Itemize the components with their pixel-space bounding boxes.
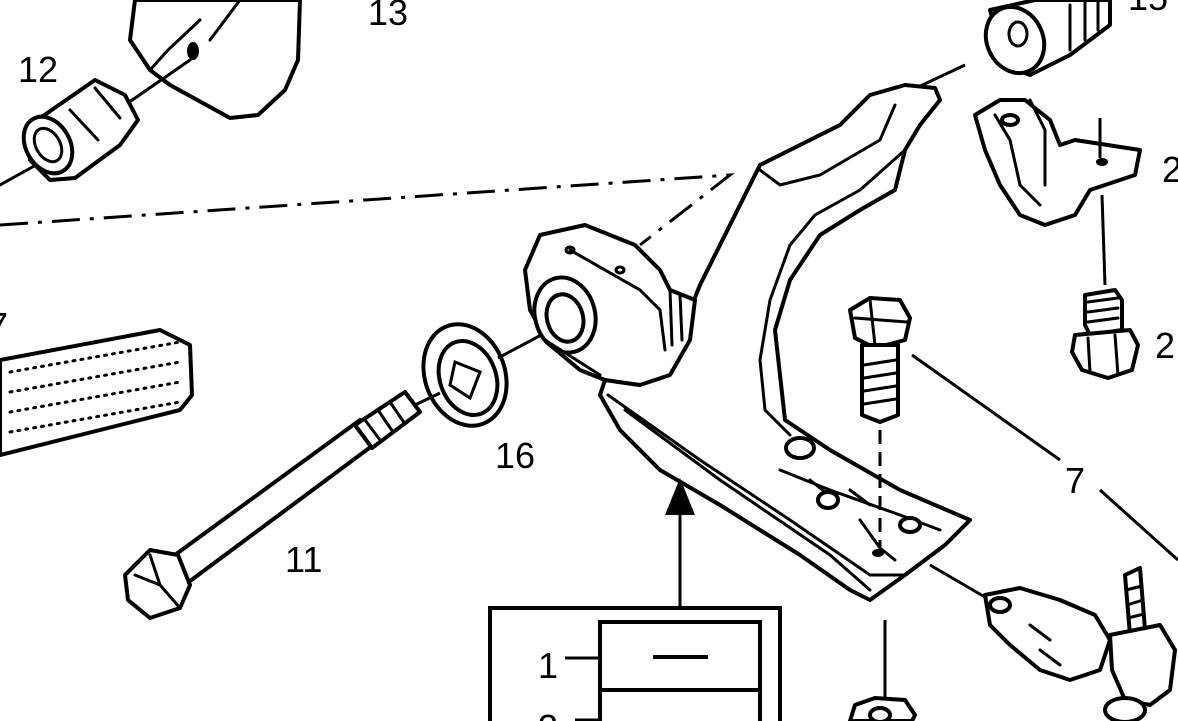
ball-joint [929, 563, 1177, 721]
centreline [0, 173, 735, 247]
callout-15: 15 [1128, 0, 1168, 18]
callout-3: 3 [538, 707, 558, 721]
inset-table [488, 606, 782, 721]
foam-pad [0, 328, 194, 457]
callout-2b: 2 [1155, 325, 1175, 366]
inset-arrow [665, 478, 695, 608]
callout-7-partial: 7 [0, 305, 8, 346]
part-2-flange-bolt [1070, 288, 1140, 380]
callout-2a: 2 [1162, 149, 1178, 190]
callout-1: 1 [538, 645, 558, 686]
callout-13: 13 [368, 0, 408, 33]
callout-12: 12 [18, 49, 58, 90]
nut-bottom [848, 696, 917, 721]
callout-11: 11 [285, 539, 322, 580]
part-7-bolt [848, 296, 1178, 700]
part-12-bushing [0, 58, 192, 187]
part-11-pivot-bolt [123, 390, 441, 620]
part-15-bush [983, 0, 1112, 77]
callout-7: 7 [1065, 460, 1085, 501]
arm-pivot-housing [523, 223, 697, 387]
callout-16: 16 [495, 435, 535, 476]
part-2-clamp-bracket [973, 98, 1142, 286]
part-13-mount-block [128, 0, 302, 120]
